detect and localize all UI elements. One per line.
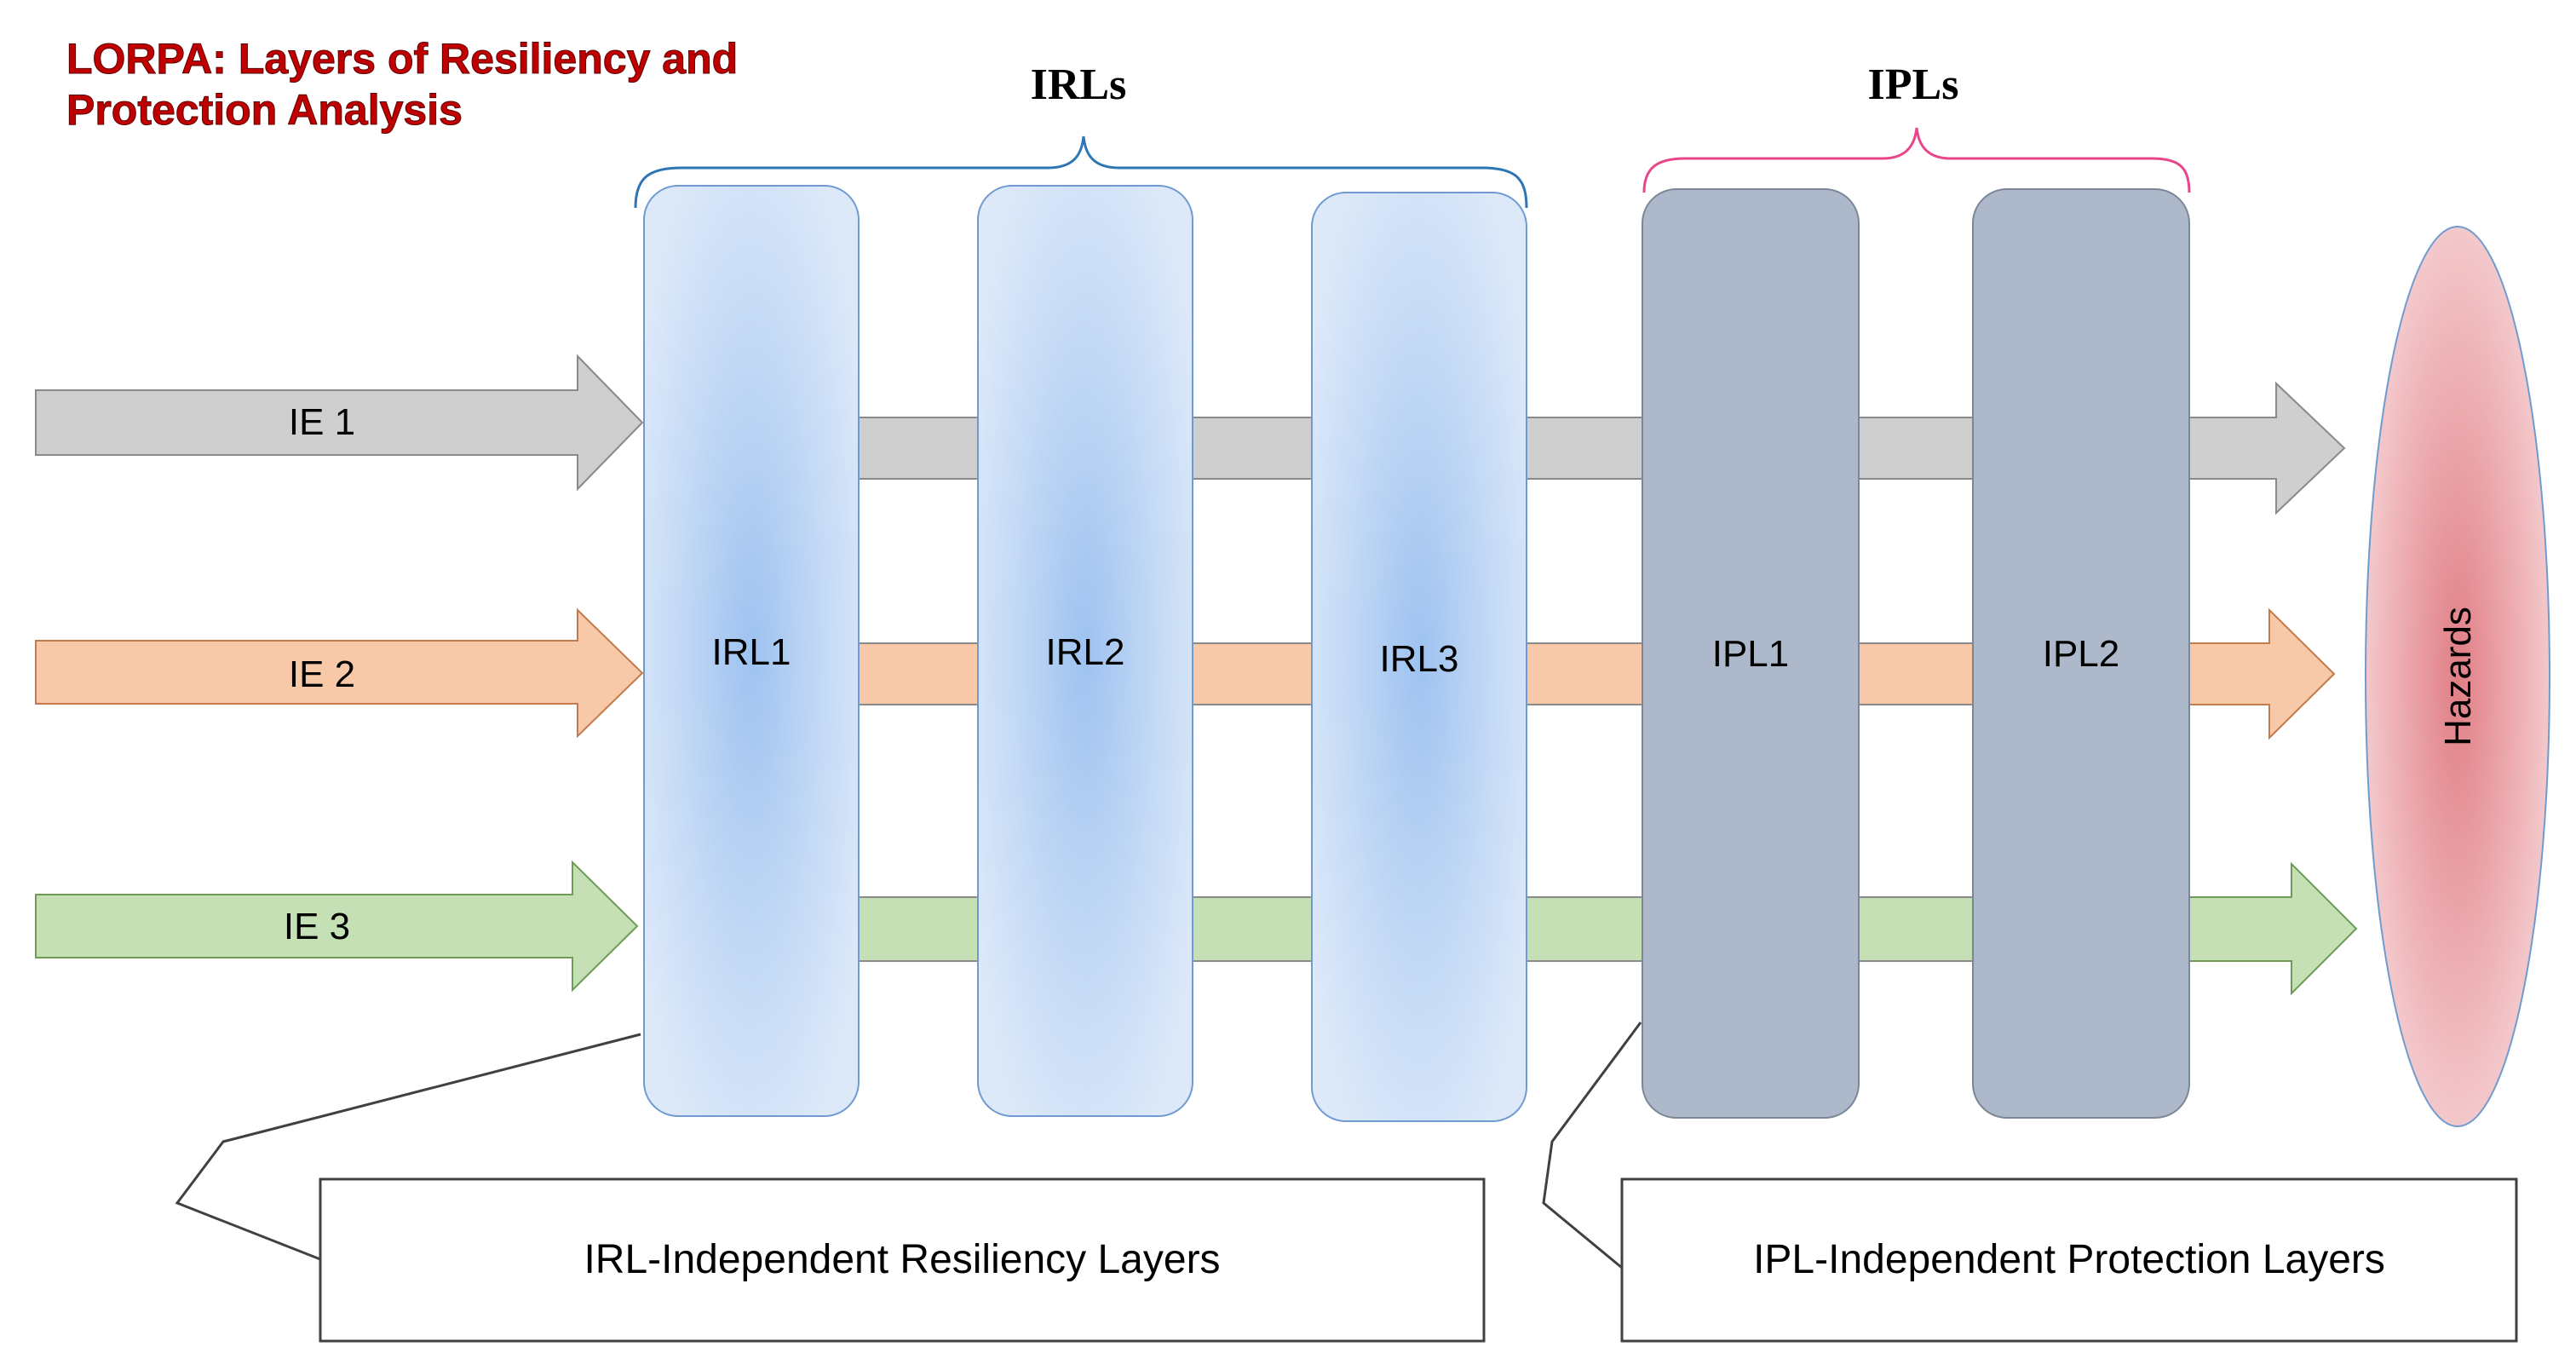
callout-ipl-text: IPL-Independent Protection Layers — [1753, 1237, 2385, 1282]
ipl2-label: IPL2 — [2043, 633, 2120, 675]
irl2-label: IRL2 — [1046, 631, 1125, 673]
input-ie2: IE 2 — [35, 607, 644, 739]
ie3-output-arrow — [2187, 861, 2358, 996]
layer-ipl2: IPL2 — [1972, 188, 2190, 1119]
callout-ipl-box — [1620, 1177, 2518, 1343]
ie3-label: IE 3 — [284, 906, 350, 947]
input-ie1: IE 1 — [35, 354, 644, 492]
irl2-box — [977, 185, 1193, 1117]
irls-brace — [634, 135, 1528, 209]
ipl1-box — [1642, 188, 1860, 1119]
ie2-output-arrow — [2187, 607, 2336, 740]
ie1-label: IE 1 — [289, 401, 355, 443]
layer-ipl1: IPL1 — [1642, 188, 1860, 1119]
callout-ipl: IPL-Independent Protection Layers — [1542, 1022, 2518, 1343]
hazards: Hazards — [2365, 226, 2550, 1127]
callout-ipl-pointer — [1542, 1022, 1642, 1269]
ie2-arrow — [35, 607, 644, 739]
ipl2-box — [1972, 188, 2190, 1119]
callout-irl-box — [319, 1177, 1486, 1343]
ie1-output-arrow — [2187, 381, 2346, 515]
irl3-box — [1311, 192, 1527, 1122]
ie3-arrow — [35, 860, 639, 993]
callout-irl-text: IRL-Independent Resiliency Layers — [584, 1237, 1220, 1282]
ie1-arrow — [35, 354, 644, 492]
layer-irl3: IRL3 — [1311, 192, 1527, 1122]
ipl1-label: IPL1 — [1712, 633, 1790, 675]
irl1-label: IRL1 — [712, 631, 791, 673]
irls-label: IRLs — [1031, 60, 1127, 109]
irl1-box — [643, 185, 860, 1117]
diagram-title-line1: LORPA: Layers of Resiliency and — [66, 35, 738, 83]
input-ie3: IE 3 — [35, 860, 639, 993]
hazards-label: Hazards — [2437, 607, 2479, 746]
ie2-label: IE 2 — [289, 653, 355, 695]
irl3-label: IRL3 — [1380, 638, 1459, 680]
callout-irl-pointer — [175, 1033, 641, 1261]
callout-irl: IRL-Independent Resiliency Layers — [175, 1033, 1486, 1343]
layer-irl2: IRL2 — [977, 185, 1193, 1117]
layer-irl1: IRL1 — [643, 185, 860, 1117]
hazards-ellipse — [2365, 226, 2550, 1127]
ipls-label: IPLs — [1868, 60, 1959, 109]
ipls-brace — [1642, 127, 2191, 193]
diagram-title-line2: Protection Analysis — [66, 86, 463, 134]
